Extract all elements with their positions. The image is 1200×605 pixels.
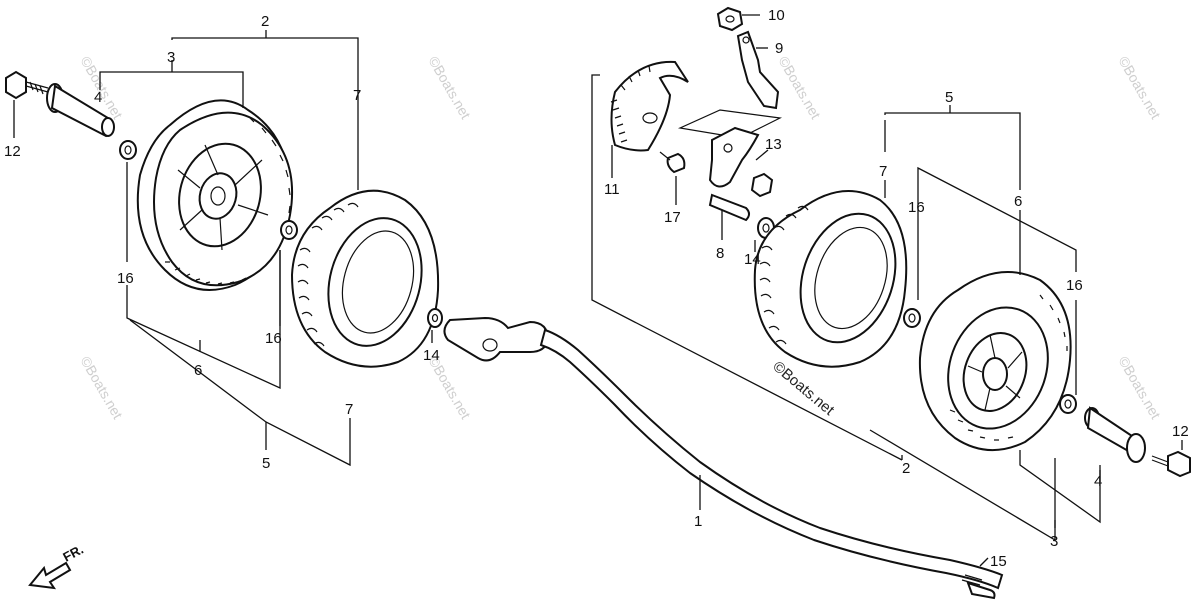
callout-4-right: 4 [1094, 473, 1102, 490]
front-arrow-icon [28, 561, 72, 590]
washer-14-left [427, 308, 443, 328]
axle-rod-assembly [443, 316, 1004, 600]
left-tire [290, 189, 440, 368]
washer-16-left [119, 140, 137, 160]
callout-13: 13 [765, 136, 782, 153]
watermark: ©Boats.net [425, 54, 474, 122]
callout-14-right: 14 [744, 251, 761, 268]
callout-12-right: 12 [1172, 423, 1189, 440]
bolt-12-right [1151, 450, 1191, 478]
watermark: ©Boats.net [77, 354, 126, 422]
callout-2-left: 2 [261, 13, 269, 30]
callout-10: 10 [768, 7, 785, 24]
callout-2-right: 2 [902, 460, 910, 477]
callout-15: 15 [990, 553, 1007, 570]
nut-13 [750, 172, 774, 198]
axle-4-right [1084, 406, 1146, 463]
callout-7-right: 7 [879, 163, 887, 180]
front-direction-indicator: FR. [28, 542, 86, 590]
callout-9: 9 [775, 40, 783, 57]
callout-16-left-b: 16 [265, 330, 282, 347]
nut-10 [716, 6, 744, 32]
callout-5-right: 5 [945, 89, 953, 106]
callout-labels: 2 3 4 7 12 16 16 6 5 7 14 10 9 11 13 17 … [4, 7, 1189, 570]
right-hub-wheel [918, 271, 1072, 452]
callout-14-left: 14 [423, 347, 440, 364]
callout-11: 11 [604, 181, 620, 198]
callout-16-left-a: 16 [117, 270, 134, 287]
left-hub-wheel [136, 99, 294, 291]
callout-17: 17 [664, 209, 681, 226]
bolt-12-left [5, 70, 49, 100]
height-lever-bracket [443, 316, 550, 362]
height-plate-11 [610, 60, 689, 152]
callout-3-right: 3 [1050, 533, 1058, 550]
right-tire [753, 190, 908, 368]
callout-12-left: 12 [4, 143, 21, 160]
callout-5-left: 5 [262, 455, 270, 472]
left-leader-lines [13, 30, 433, 467]
left-wheel-assembly [5, 30, 443, 467]
cam-lever [708, 126, 760, 188]
callout-8: 8 [716, 245, 724, 262]
callout-1: 1 [694, 513, 702, 530]
front-label: FR. [60, 542, 86, 565]
washer-16-right-b [1059, 394, 1077, 414]
callout-3-left: 3 [167, 49, 175, 66]
callout-6-left: 6 [194, 362, 202, 379]
right-wheel-assembly [753, 105, 1191, 542]
callout-4-left: 4 [94, 89, 102, 106]
callout-6-right: 6 [1014, 193, 1022, 210]
washer-16-left-b [280, 220, 298, 240]
callout-16-right-b: 16 [1066, 277, 1083, 294]
callout-16-right-a: 16 [908, 199, 925, 216]
pin-8 [708, 193, 750, 222]
watermark: ©Boats.net [1115, 54, 1164, 122]
axle-4-left [46, 83, 115, 138]
screw-17 [666, 152, 686, 174]
rear-axle-rod [539, 328, 1004, 590]
callout-7-left-top: 7 [353, 87, 361, 104]
watermark: ©Boats.net [1115, 354, 1164, 422]
callout-7-left-bottom: 7 [345, 401, 353, 418]
watermark: ©Boats.net [775, 54, 824, 122]
lever-9 [736, 30, 780, 110]
washer-16-right [903, 308, 921, 328]
